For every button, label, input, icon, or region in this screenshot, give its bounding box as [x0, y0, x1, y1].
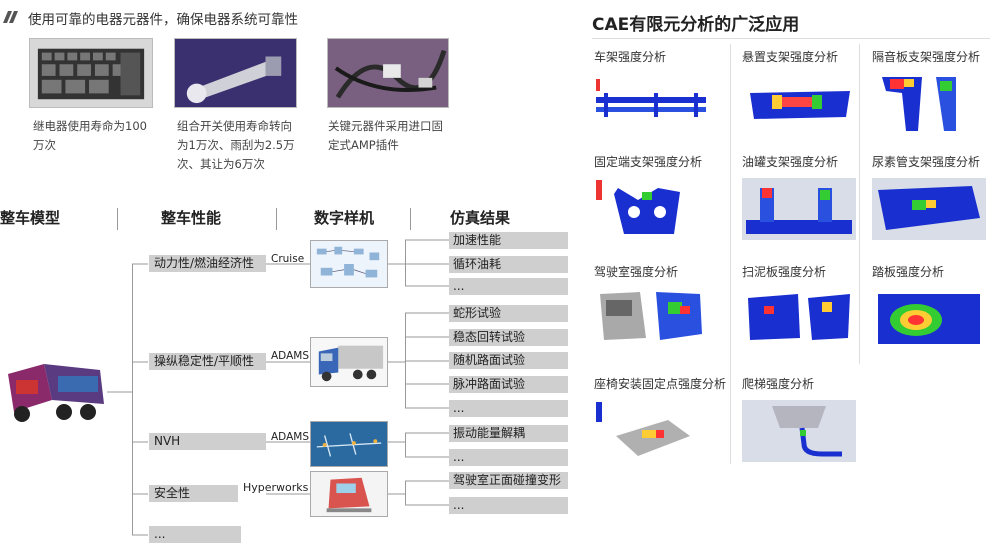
- tool-cruise: Cruise: [271, 253, 305, 265]
- perf-nvh: NVH: [149, 433, 266, 450]
- combination-switch-image: [174, 38, 297, 108]
- cae-item-urea-bracket: 尿素管支架强度分析: [872, 153, 998, 240]
- cae-suspension-image: [742, 73, 856, 135]
- cae-item-tank-bracket: 油罐支架强度分析: [742, 153, 868, 240]
- cae-fixed-end-image: [594, 178, 708, 240]
- cae-urea-image: [872, 178, 986, 240]
- tool-hyperworks: Hyperworks: [243, 481, 309, 494]
- cae-item-acoustic-bracket: 隔音板支架强度分析: [872, 48, 998, 135]
- header-vehicle-model: 整车模型: [0, 209, 61, 227]
- result-steady-circle: 稳态回转试验: [449, 329, 568, 346]
- perf-safety: 安全性: [149, 485, 238, 502]
- header-simulation-results: 仿真结果: [450, 209, 511, 227]
- cae-step-image: [872, 288, 986, 350]
- perf-more: ...: [149, 526, 241, 543]
- amp-connector-image: [327, 38, 449, 108]
- result-more: ...: [449, 278, 568, 295]
- relay-box-image: [29, 38, 153, 108]
- adams-nvh-image: [310, 421, 388, 467]
- result-more: ...: [449, 497, 568, 514]
- result-pulse-road: 脉冲路面试验: [449, 376, 568, 393]
- connector-caption: 关键元器件采用进口固定式AMP插件: [328, 119, 443, 152]
- cae-acoustic-image: [872, 73, 986, 135]
- cae-mudguard-image: [742, 288, 856, 350]
- cae-item-seat-anchor: 座椅安装固定点强度分析: [594, 375, 726, 462]
- result-slalom: 蛇形试验: [449, 305, 568, 322]
- result-random-road: 随机路面试验: [449, 352, 568, 369]
- result-acceleration: 加速性能: [449, 232, 568, 249]
- perf-power-economy: 动力性/燃油经济性: [149, 255, 266, 272]
- tool-adams: ADAMS: [271, 350, 309, 362]
- perf-handling-ride: 操纵稳定性/平顺性: [149, 353, 266, 370]
- cae-frame-image: [594, 73, 708, 135]
- cae-item-ladder: 爬梯强度分析: [742, 375, 868, 462]
- header-separator: [410, 208, 411, 230]
- relay-caption: 继电器使用寿命为100万次: [33, 119, 147, 152]
- switch-caption: 组合开关使用寿命转向为1万次、雨刮为2.5万次、其让为6万次: [177, 119, 295, 171]
- cae-item-cab: 驾驶室强度分析: [594, 263, 720, 350]
- vehicle-model-image: [0, 356, 107, 427]
- cae-seat-anchor-image: [594, 400, 708, 462]
- cae-tank-image: [742, 178, 856, 240]
- cae-cab-image: [594, 288, 708, 350]
- cae-divider: [730, 44, 731, 464]
- result-cab-frontal-crash: 驾驶室正面碰撞变形: [449, 472, 568, 489]
- header-separator: [276, 208, 277, 230]
- result-cycle-fuel: 循环油耗: [449, 256, 568, 273]
- cae-title: CAE有限元分析的广泛应用: [592, 15, 800, 35]
- cae-item-fixed-end-bracket: 固定端支架强度分析: [594, 153, 720, 240]
- header-separator: [117, 208, 118, 230]
- cae-ladder-image: [742, 400, 856, 462]
- reliability-title: 使用可靠的电器元器件，确保电器系统可靠性: [28, 12, 298, 28]
- result-more: ...: [449, 449, 568, 466]
- cae-item-mudguard: 扫泥板强度分析: [742, 263, 868, 350]
- header-vehicle-performance: 整车性能: [161, 209, 222, 227]
- cae-item-suspension-bracket: 悬置支架强度分析: [742, 48, 868, 135]
- adams-truck-image: [310, 337, 388, 387]
- header-digital-prototype: 数字样机: [314, 209, 375, 227]
- cae-divider: [859, 44, 860, 364]
- result-vibration-decoupling: 振动能量解耦: [449, 425, 568, 442]
- tool-adams: ADAMS: [271, 431, 309, 443]
- cae-title-rule: [592, 38, 990, 39]
- cae-item-frame: 车架强度分析: [594, 48, 720, 135]
- result-more: ...: [449, 400, 568, 417]
- hyperworks-cab-image: [310, 471, 388, 517]
- cae-item-step: 踏板强度分析: [872, 263, 998, 350]
- slash-icon: [3, 11, 18, 23]
- cruise-model-image: [310, 240, 388, 288]
